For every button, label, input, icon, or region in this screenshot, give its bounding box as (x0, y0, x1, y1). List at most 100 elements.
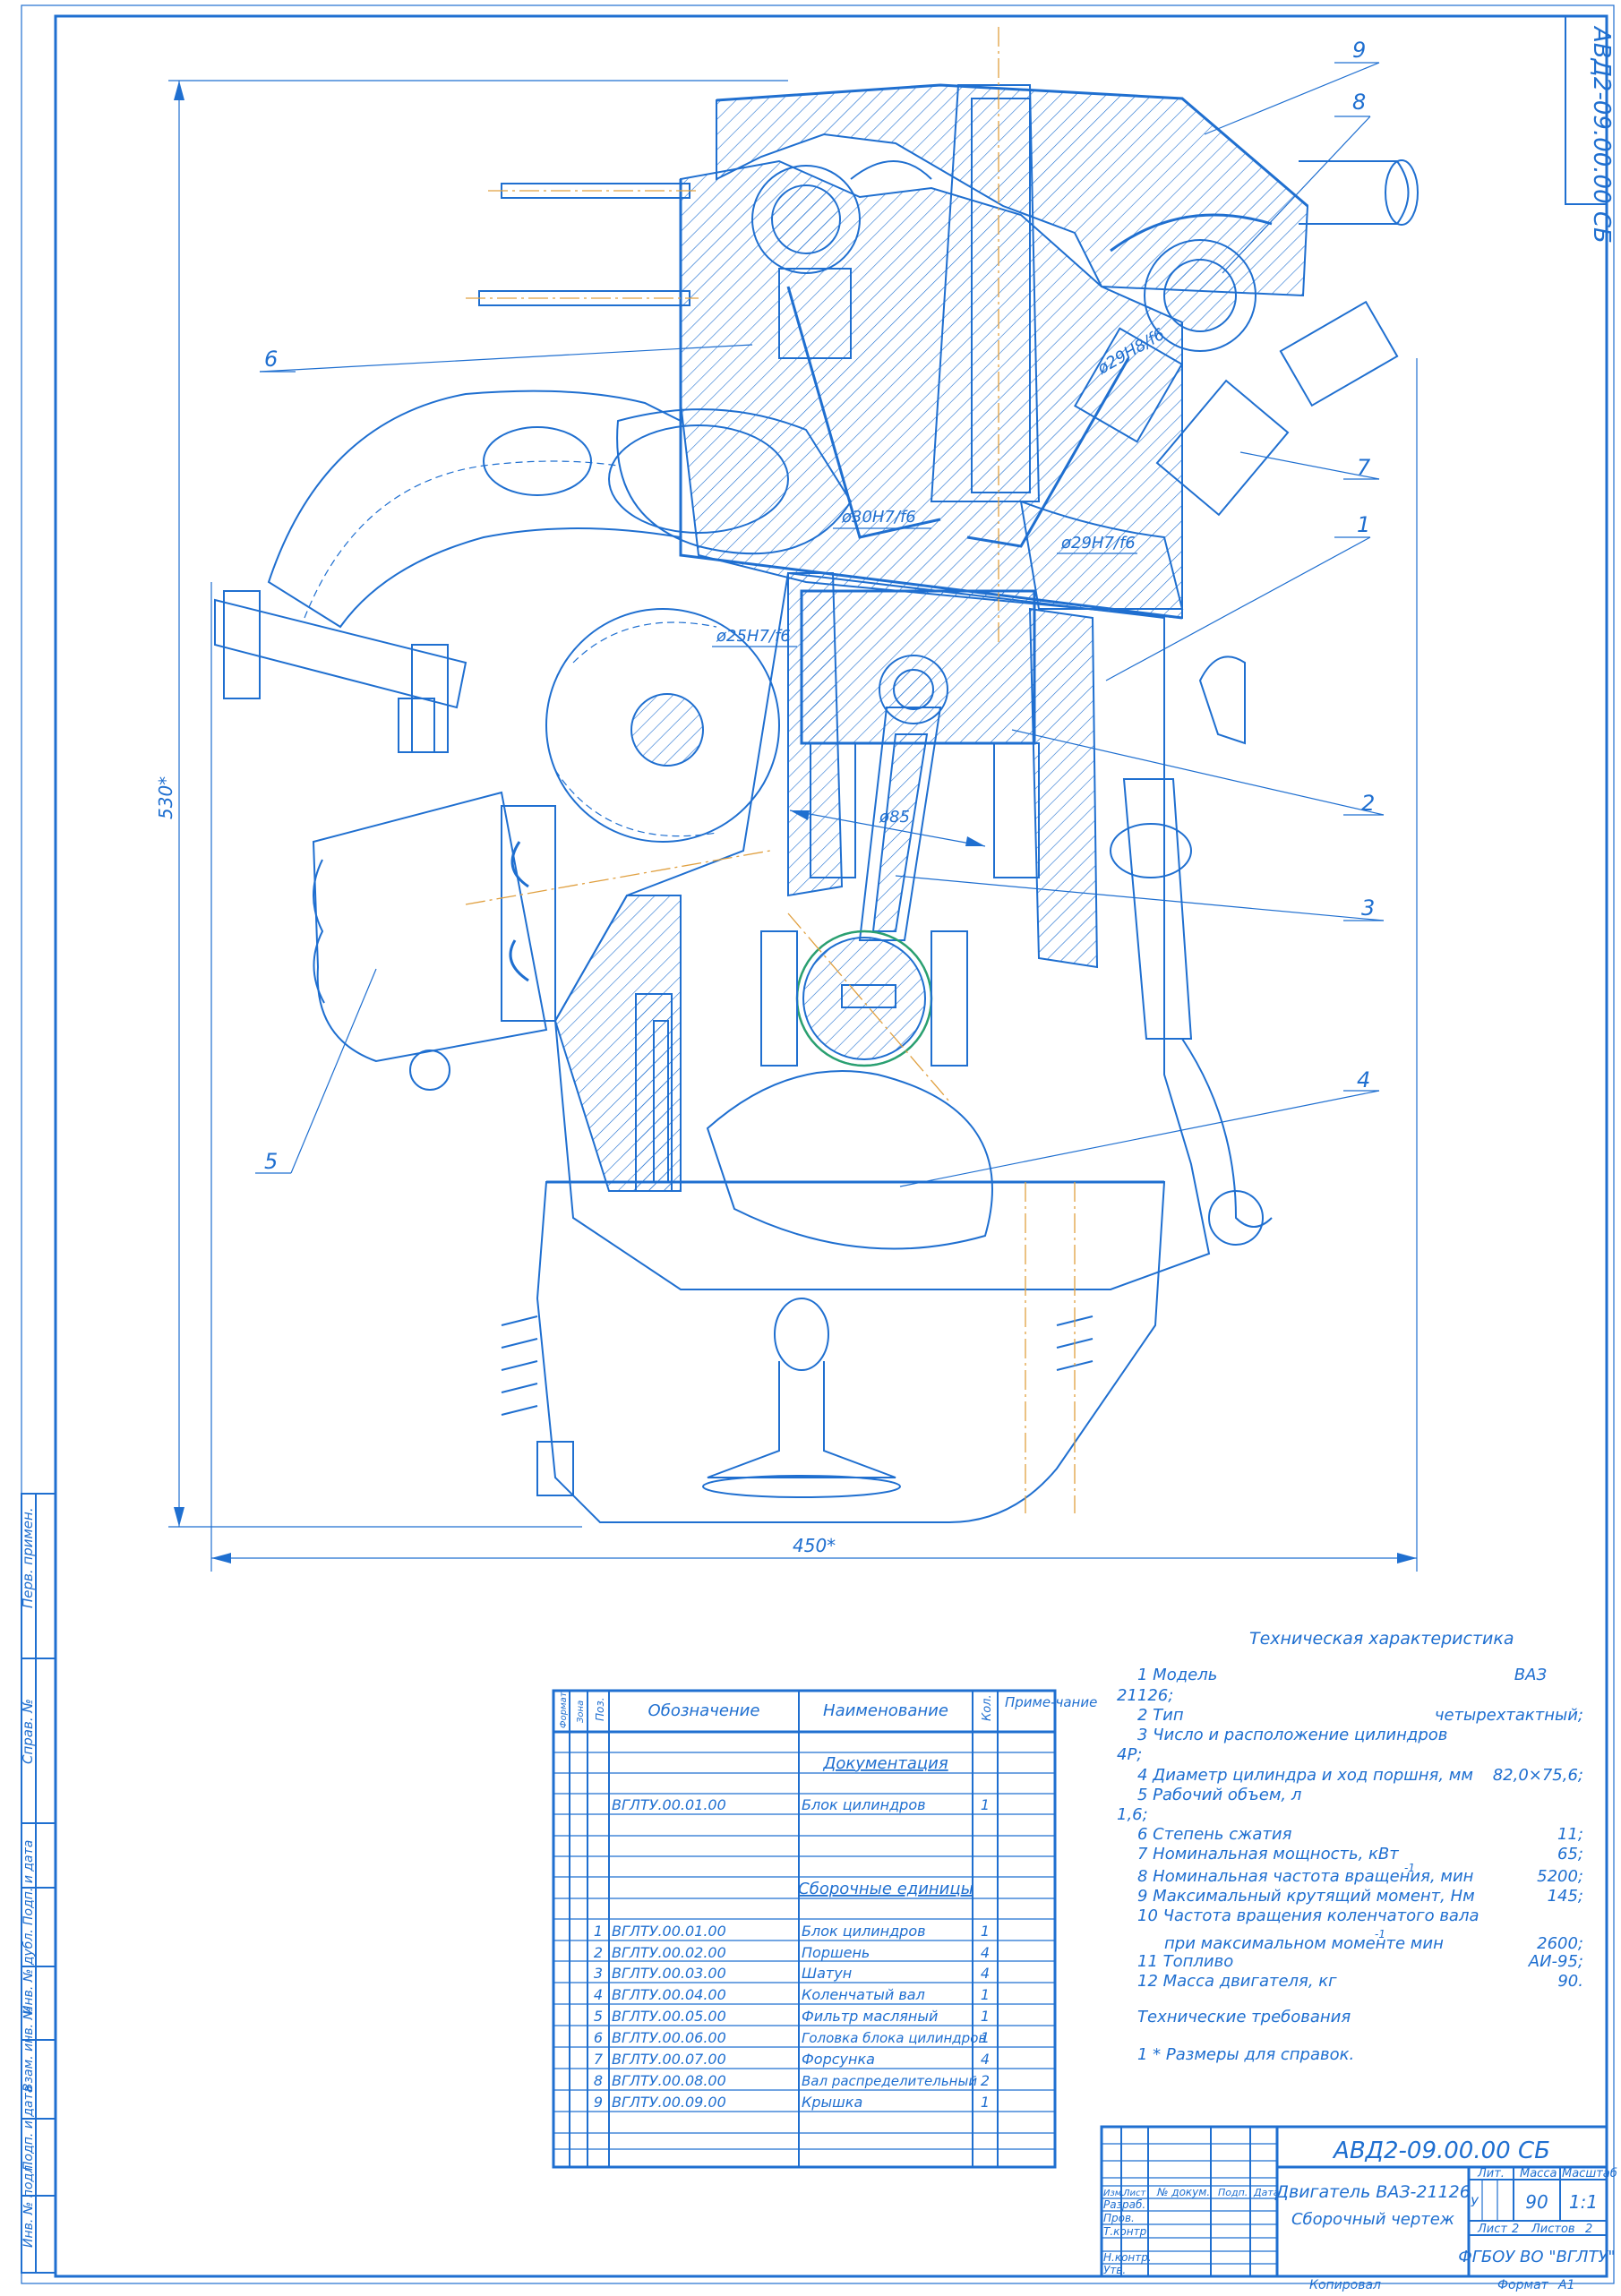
tb-code: АВД2-09.00.00 СБ (1332, 2138, 1550, 2164)
spec-row-qty: 1 (981, 2029, 990, 2046)
tb-rows-izm: Изм. (1103, 2189, 1125, 2198)
tech-req-1: 1 * Размеры для справок. (1137, 2045, 1354, 2064)
callout-2: 2 (1361, 791, 1375, 816)
tech-3-wrap: 4Р; (1117, 1745, 1142, 1764)
dim-height: 530* (155, 776, 176, 819)
tb-name: Двигатель ВАЗ-21126 (1274, 2182, 1471, 2202)
spec-row-name: Вал распределительный (802, 2073, 977, 2089)
tb-rows-doc: № докум. (1156, 2186, 1210, 2198)
spec-row-name: Форсунка (802, 2051, 875, 2068)
callout-7: 7 (1357, 455, 1371, 480)
tech-10-label: 10 Частота вращения коленчатого вала (1137, 1906, 1479, 1925)
spec-row-designation: ВГЛТУ.00.08.00 (612, 2072, 726, 2089)
tech-8-value: 5200; (1537, 1867, 1583, 1886)
engine-section: 530* 450* (155, 27, 1419, 1572)
side-stamp-5: Взам. инв. № (21, 2007, 36, 2092)
tech-1-label: 1 Модель (1137, 1666, 1217, 1684)
tech-8-sup: -1 (1404, 1862, 1415, 1874)
callout-4: 4 (1357, 1067, 1370, 1092)
spec-row-qty: 1 (981, 1986, 990, 2003)
spec-row-pos: 6 (594, 2029, 603, 2046)
tech-title: Техническая характеристика (1249, 1629, 1514, 1649)
stamp-code-box (1565, 15, 1608, 205)
spec-doc-designation: ВГЛТУ.00.01.00 (612, 1796, 726, 1813)
tech-10b-label: при максимальном моменте мин (1164, 1934, 1444, 1953)
tech-6-label: 6 Степень сжатия (1137, 1825, 1292, 1844)
side-stamp-4: Инв. № дубл. (21, 1929, 36, 2015)
tb-sheet-label: Лист (1477, 2223, 1507, 2236)
spec-row-qty: 4 (981, 1944, 990, 1961)
tb-rows-list: Лист (1122, 2189, 1147, 2198)
spec-row-pos: 5 (594, 2008, 603, 2025)
spec-row-designation: ВГЛТУ.00.05.00 (612, 2008, 726, 2025)
callout-9: 9 (1352, 38, 1366, 63)
callout-5: 5 (264, 1149, 278, 1174)
tech-req-title: Технические требования (1137, 2008, 1351, 2026)
tb-sheets: 2 (1585, 2223, 1592, 2236)
callout-6: 6 (264, 347, 278, 372)
spec-row-designation: ВГЛТУ.00.09.00 (612, 2094, 726, 2111)
callout-3: 3 (1361, 895, 1375, 921)
tb-role-dev: Разраб. (1103, 2198, 1145, 2211)
tb-col-lit: Лит. (1477, 2167, 1505, 2180)
tech-1-value: ВАЗ (1514, 1666, 1548, 1684)
tech-9-value: 145; (1548, 1887, 1583, 1906)
tb-scale: 1:1 (1569, 2191, 1598, 2213)
tech-5-wrap: 1,6; (1117, 1805, 1148, 1824)
tech-4-value: 82,0×75,6; (1493, 1766, 1583, 1785)
tb-format: A1 (1557, 2278, 1574, 2292)
tb-role-check: Пров. (1103, 2212, 1135, 2224)
spec-row-pos: 4 (594, 1986, 603, 2003)
tb-lit: У (1471, 2196, 1479, 2210)
stamp-code-rotated: АВД2-09.00.00 СБ (1588, 25, 1615, 244)
tb-role-tcontr: Т.контр. (1103, 2225, 1150, 2238)
tech-11-value: АИ-95; (1528, 1952, 1583, 1971)
tb-rows-date: Дата (1253, 2187, 1280, 2198)
side-stamp-2: Справ. № (20, 1699, 36, 1764)
tb-org: ФГБОУ ВО "ВГЛТУ" (1458, 2248, 1615, 2266)
side-stamp-7: Инв. № подл. (21, 2161, 36, 2248)
callout-1: 1 (1357, 512, 1370, 537)
tech-6-value: 11; (1557, 1825, 1583, 1844)
tech-10b-sup: -1 (1375, 1928, 1385, 1940)
fit-1: ø30H7/f6 (841, 508, 916, 527)
spec-head-name: Наименование (823, 1701, 948, 1720)
tech-3-label: 3 Число и расположение цилиндров (1137, 1726, 1447, 1744)
tb-copied: Копировал (1309, 2278, 1381, 2292)
spec-row-designation: ВГЛТУ.00.02.00 (612, 1944, 726, 1961)
spec-doc-name: Блок цилиндров (802, 1796, 926, 1813)
tb-sheets-label: Листов (1531, 2223, 1575, 2236)
left-side-stamp: Перв. примен. Справ. № Подп. и дата Инв.… (20, 1493, 56, 2274)
spec-row-qty: 1 (981, 2008, 990, 2025)
spec-row-designation: ВГЛТУ.00.06.00 (612, 2029, 726, 2046)
side-stamp-1: Перв. примен. (20, 1507, 36, 1608)
spec-row-name: Фильтр масляный (802, 2008, 938, 2025)
spec-head-pos: Поз. (594, 1697, 606, 1721)
spec-row-qty: 2 (981, 2072, 990, 2089)
tb-role-ncontr: Н.контр. (1103, 2251, 1152, 2264)
tb-col-scale: Масштаб (1562, 2167, 1617, 2180)
tech-4-label: 4 Диаметр цилиндра и ход поршня, мм (1137, 1766, 1473, 1785)
spec-head-zone: Зона (576, 1701, 586, 1723)
spec-row-pos: 2 (594, 1944, 603, 1961)
tech-12-label: 12 Масса двигателя, кг (1137, 1972, 1337, 1991)
title-block: Изм. Лист № докум. Подп. Дата Разраб. Пр… (1100, 2125, 1617, 2292)
tech-8-label: 8 Номинальная частота вращения, мин (1137, 1867, 1474, 1886)
side-stamp-6: Подп. и дата (21, 2086, 36, 2171)
spec-rows: 1 ВГЛТУ.00.01.00 Блок цилиндров 1 2 ВГЛТ… (594, 1923, 990, 2111)
spec-row-designation: ВГЛТУ.00.01.00 (612, 1923, 726, 1940)
tb-col-mass: Масса (1520, 2167, 1557, 2180)
spec-row-name: Коленчатый вал (802, 1986, 925, 2003)
spec-row-pos: 3 (594, 1965, 603, 1982)
tech-2-value: четырехтактный; (1435, 1706, 1583, 1725)
spec-head-format: Формат (559, 1691, 569, 1728)
tech-9-label: 9 Максимальный крутящий момент, Нм (1137, 1887, 1475, 1906)
outer-frame (21, 4, 1615, 2284)
spec-table: Формат Зона Поз. Обозначение Наименовани… (552, 1689, 1097, 2169)
dim-width: 450* (793, 1535, 836, 1556)
spec-row-designation: ВГЛТУ.00.04.00 (612, 1986, 726, 2003)
spec-row-designation: ВГЛТУ.00.03.00 (612, 1965, 726, 1982)
tech-2-label: 2 Тип (1137, 1706, 1184, 1725)
spec-row-pos: 7 (594, 2051, 604, 2068)
